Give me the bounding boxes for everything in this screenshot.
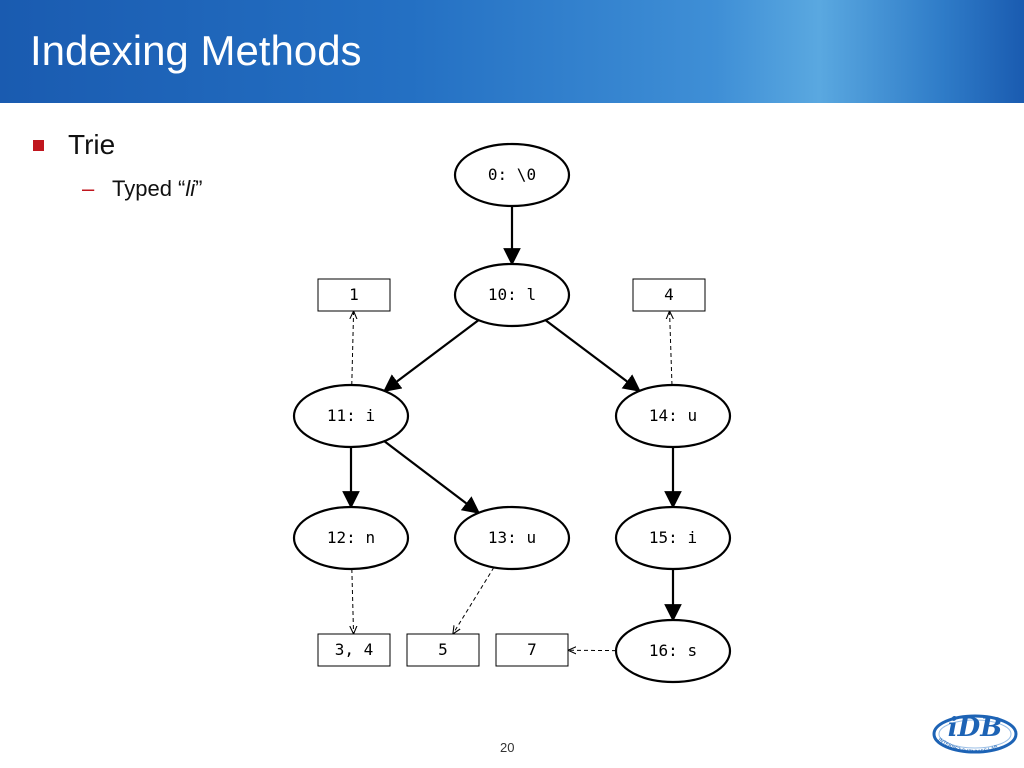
pointer-edge-n12-b34 <box>352 568 354 634</box>
svg-text:iDB: iDB <box>948 713 1002 743</box>
slide-title: Indexing Methods <box>30 27 362 74</box>
trie-node-n11: 11: i <box>292 383 410 449</box>
posting-box-b34: 3, 4 <box>317 633 391 667</box>
trie-edge-n10-n11 <box>383 319 480 392</box>
posting-box-b5: 5 <box>406 633 480 667</box>
trie-node-label: 12: n <box>327 528 375 547</box>
bullet-trie: Trie <box>68 129 116 160</box>
sub-bullet-dash: – <box>82 176 95 201</box>
posting-box-label: 3, 4 <box>335 640 374 659</box>
posting-box-b1: 1 <box>317 278 391 312</box>
pointer-edge-n14-b4 <box>670 311 672 386</box>
pointer-edge-n11-b1 <box>352 311 354 386</box>
sub-bullet-italic: li <box>185 176 196 201</box>
title-bar: Indexing Methods <box>0 0 1024 103</box>
trie-node-label: 14: u <box>649 406 697 425</box>
trie-node-n12: 12: n <box>292 505 410 571</box>
posting-box-label: 4 <box>664 285 674 304</box>
page-number: 20 <box>500 740 515 755</box>
trie-node-n14: 14: u <box>614 383 732 449</box>
posting-box-b7: 7 <box>495 633 569 667</box>
trie-node-n0: 0: \0 <box>453 142 571 208</box>
posting-box-label: 1 <box>349 285 359 304</box>
posting-box-label: 5 <box>438 640 448 659</box>
sub-bullet-suffix: ” <box>195 176 203 201</box>
pointer-edge-n13-b5 <box>453 567 495 634</box>
trie-node-n15: 15: i <box>614 505 732 571</box>
bullet-square-icon <box>33 140 44 151</box>
idb-logo: iDB INTERNET DATABASE LAB <box>932 713 1018 756</box>
trie-edge-n10-n14 <box>544 319 641 392</box>
trie-node-label: 0: \0 <box>488 165 536 184</box>
trie-node-n10: 10: l <box>453 262 571 328</box>
trie-node-n16: 16: s <box>614 618 732 684</box>
posting-box-label: 7 <box>527 640 537 659</box>
trie-node-n13: 13: u <box>453 505 571 571</box>
trie-node-label: 11: i <box>327 406 375 425</box>
trie-edge-n11-n13 <box>383 440 481 514</box>
trie-node-label: 10: l <box>488 285 536 304</box>
posting-box-b4: 4 <box>632 278 706 312</box>
trie-node-label: 13: u <box>488 528 536 547</box>
sub-bullet-prefix: Typed “ <box>112 176 186 201</box>
trie-node-label: 16: s <box>649 641 697 660</box>
trie-node-label: 15: i <box>649 528 697 547</box>
sub-bullet-typed: Typed “li” <box>112 176 202 202</box>
